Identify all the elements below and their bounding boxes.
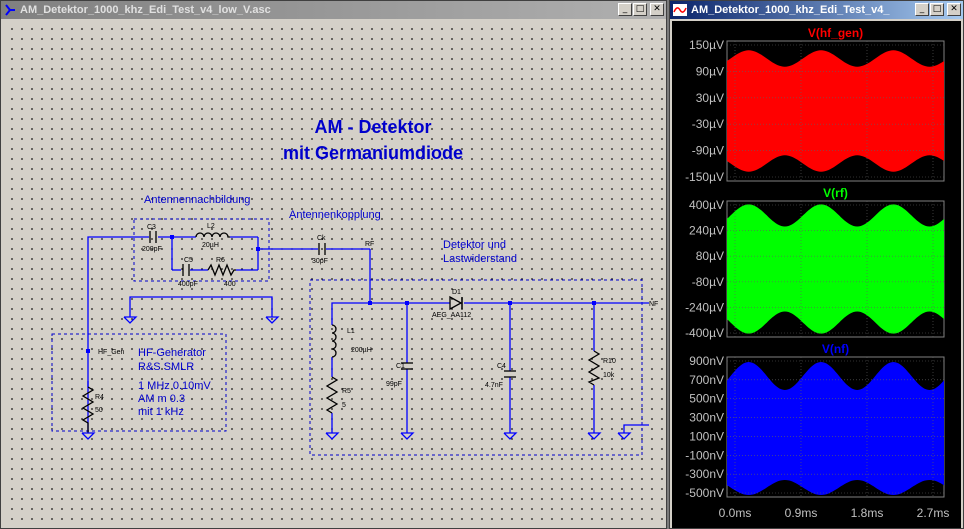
y-tick-label: 30µV — [696, 91, 724, 105]
trace-name-label[interactable]: V(hf_gen) — [808, 26, 863, 40]
y-tick-label: -500nV — [685, 486, 724, 500]
c1-label: C1 — [396, 363, 405, 370]
y-tick-label: 400µV — [689, 198, 724, 212]
label-hfgen-line2: R&S SMLR — [138, 361, 194, 373]
y-tick-label: 500nV — [689, 392, 724, 406]
y-tick-label: 300nV — [689, 411, 724, 425]
rf-net-label: RF — [365, 241, 374, 248]
y-tick-label: -300nV — [685, 467, 724, 481]
pane-2[interactable]: 400µV 240µV 80µV -80µV -240µV -400µV V(rf) — [685, 186, 945, 340]
x-tick-label: 1.8ms — [851, 506, 884, 520]
waveform-icon — [673, 4, 687, 16]
maximize-button[interactable]: □ — [633, 3, 647, 16]
ck-label: Ck — [317, 235, 326, 242]
y-tick-label: 90µV — [696, 64, 724, 78]
junctions — [86, 235, 596, 353]
x-tick-label: 2.7ms — [917, 506, 950, 520]
minimize-button[interactable]: _ — [618, 3, 632, 16]
waveform-window-title: AM_Detektor_1000_khz_Edi_Test_v4_ — [691, 4, 890, 16]
label-antennenkopplung: Antennenkopplung — [289, 209, 381, 221]
waveform-titlebar[interactable]: AM_Detektor_1000_khz_Edi_Test_v4_ _ □ ✕ — [670, 1, 963, 19]
pane-3[interactable]: 900nV 700nV 500nV 300nV 100nV -100nV -300nV -50… — [685, 342, 945, 500]
y-tick-label: 100nV — [689, 429, 724, 443]
pane-1[interactable]: 150µV 90µV 30µV -30µV -90µV -150µV V(hf_gen) — [685, 26, 945, 184]
label-detektor-line1: Detektor und — [443, 239, 506, 251]
y-tick-label: -30µV — [692, 117, 724, 131]
y-tick-label: -240µV — [685, 300, 724, 314]
c5-value: 400pF — [178, 281, 198, 288]
c1-value: 99pF — [386, 381, 402, 388]
inductors — [195, 232, 337, 358]
l2-value: 20µH — [202, 242, 219, 249]
d1-label: D1 — [452, 289, 461, 296]
trace-envelope-1 — [727, 50, 944, 172]
schematic-canvas[interactable]: AM - Detektor mit Germaniumdiode Antenne… — [4, 21, 665, 527]
c3-label: C3 — [147, 224, 156, 231]
y-tick-label: -400µV — [685, 326, 724, 340]
ck-value: 30pF — [312, 258, 328, 265]
nf-net-label: NF — [649, 301, 658, 308]
y-tick-label: -150µV — [685, 170, 724, 184]
y-tick-label: -80µV — [692, 275, 724, 289]
waveform-plot-area[interactable]: 150µV 90µV 30µV -30µV -90µV -150µV V(hf_gen) 40… — [672, 21, 961, 528]
d1-value: AEG_AA112 — [432, 312, 471, 319]
r5-value: 5 — [342, 402, 346, 409]
close-button[interactable]: ✕ — [650, 3, 664, 16]
schematic-window-title: AM_Detektor_1000_khz_Edi_Test_v4_low_V.a… — [20, 4, 271, 16]
trace-envelope-2 — [727, 204, 944, 334]
trace-name-label[interactable]: V(rf) — [823, 186, 848, 200]
r6-value: 400 — [224, 281, 236, 288]
wave-maximize-button[interactable]: □ — [930, 3, 944, 16]
schematic-titlebar[interactable]: AM_Detektor_1000_khz_Edi_Test_v4_low_V.a… — [1, 1, 666, 19]
c5-label: C5 — [184, 257, 193, 264]
x-tick-label: 0.0ms — [719, 506, 752, 520]
ltspice-schematic-icon — [5, 4, 15, 16]
wires — [87, 236, 649, 433]
r6-label: R6 — [216, 257, 225, 264]
x-tick-label: 0.9ms — [785, 506, 818, 520]
c3-value: 200pF — [142, 246, 162, 253]
resistors — [81, 263, 601, 433]
r4-label: R4 — [95, 394, 104, 401]
l1-label: L1 — [347, 328, 355, 335]
label-antennennachbildung: Antennennachbildung — [144, 194, 250, 206]
label-detektor-line2: Lastwiderstand — [443, 253, 517, 265]
r10-label: R10 — [603, 358, 616, 365]
ground-symbols — [81, 316, 632, 440]
label-hfgen-line5: mit 1 kHz — [138, 406, 184, 418]
y-tick-label: 700nV — [689, 373, 724, 387]
hf-gen-net-label: HF_Gen — [98, 349, 125, 356]
y-tick-label: -100nV — [685, 448, 724, 462]
schematic-title-line2: mit Germaniumdiode — [283, 143, 463, 163]
y-tick-label: 80µV — [696, 249, 724, 263]
trace-name-label[interactable]: V(nf) — [822, 342, 849, 356]
wave-close-button[interactable]: ✕ — [947, 3, 961, 16]
c4-value: 4.7nF — [485, 382, 503, 389]
capacitors — [149, 231, 516, 378]
y-tick-label: 240µV — [689, 224, 724, 238]
y-tick-label: 150µV — [689, 38, 724, 52]
label-hfgen-line3: 1 MHz 0.10mV — [138, 380, 211, 392]
box-antennennachbildung — [133, 218, 270, 282]
r10-value: 10k — [603, 372, 615, 379]
label-hfgen-line4: AM m 0.3 — [138, 393, 185, 405]
schematic-title-line1: AM - Detektor — [314, 117, 431, 137]
box-hf-generator — [51, 333, 227, 432]
y-tick-label: 900nV — [689, 354, 724, 368]
box-detektor — [309, 279, 643, 456]
wave-minimize-button[interactable]: _ — [915, 3, 929, 16]
l2-label: L2 — [207, 223, 215, 230]
c4-label: C4 — [497, 363, 506, 370]
waveform-svg[interactable]: 150µV 90µV 30µV -30µV -90µV -150µV V(hf_gen) 40… — [672, 21, 961, 528]
y-tick-label: -90µV — [692, 144, 724, 158]
l1-value: 200µH — [351, 347, 372, 354]
schematic-window[interactable]: AM_Detektor_1000_khz_Edi_Test_v4_low_V.a… — [0, 0, 667, 529]
r4-value: 50 — [95, 407, 103, 414]
waveform-window[interactable]: AM_Detektor_1000_khz_Edi_Test_v4_ _ □ ✕ … — [669, 0, 964, 529]
diode-d1 — [449, 295, 463, 311]
trace-envelope-3 — [727, 362, 944, 495]
label-hfgen-line1: HF-Generator — [138, 347, 206, 359]
r5-label: R5 — [342, 388, 351, 395]
